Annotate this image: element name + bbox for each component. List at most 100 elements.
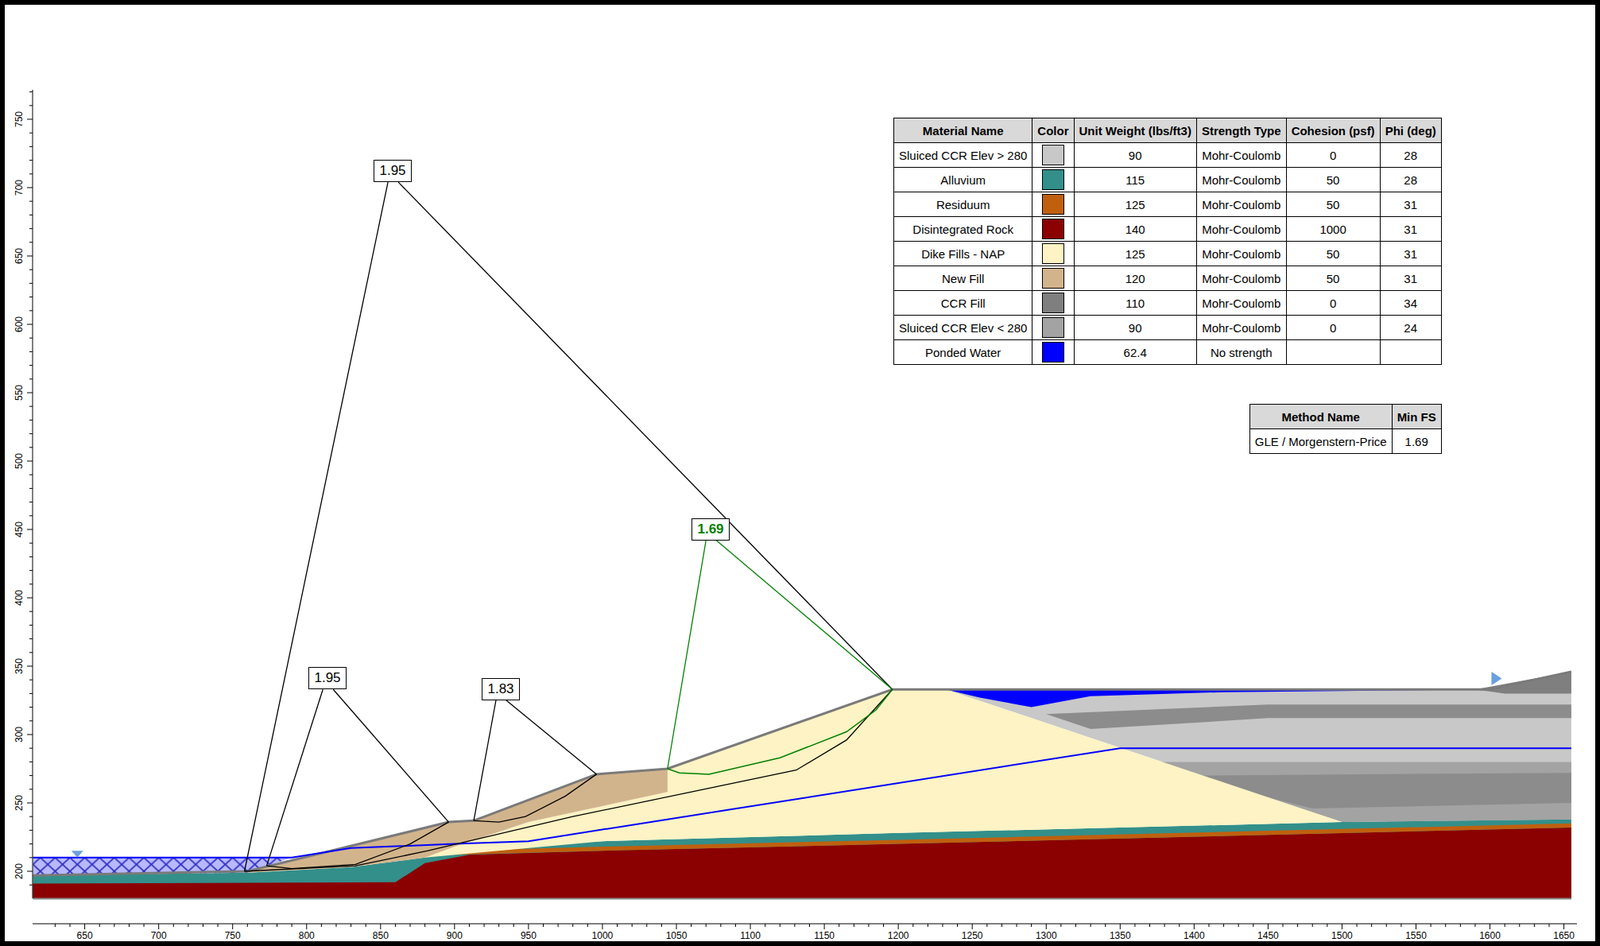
table-cell: 0 [1286, 315, 1380, 341]
tick [350, 923, 352, 927]
column-header: Cohesion (psf) [1286, 118, 1380, 144]
tick [1504, 923, 1506, 927]
x-axis [32, 923, 1577, 925]
color-cell [1032, 167, 1074, 193]
leader-line [506, 700, 597, 775]
tick [779, 923, 781, 927]
tick [1016, 923, 1018, 927]
tick [1356, 923, 1358, 927]
tick [29, 788, 33, 790]
tick [29, 201, 33, 202]
table-cell: Mohr-Coulomb [1196, 216, 1287, 242]
fs-value: 1.95 [379, 162, 406, 179]
tick [29, 419, 33, 421]
tick [113, 923, 115, 927]
ccr-fill [1046, 704, 1572, 729]
tick [1238, 923, 1240, 927]
fs-value: 1.95 [313, 670, 341, 686]
table-cell: 50 [1286, 192, 1380, 217]
tick [1326, 923, 1328, 927]
axis-label: 300 [13, 726, 25, 743]
material-name: Ponded Water [894, 340, 1033, 365]
material-name: Dike Fills - NAP [894, 241, 1033, 267]
tick [29, 774, 33, 776]
tick [128, 923, 130, 927]
tick [1193, 923, 1195, 930]
table-cell: 50 [1286, 266, 1380, 291]
model-base [32, 897, 1571, 899]
tick [631, 923, 633, 927]
tick [69, 923, 70, 927]
tick [29, 556, 33, 558]
axis-label: 1000 [592, 929, 614, 942]
tick [1297, 923, 1298, 927]
pond-water [945, 689, 1491, 707]
tick [572, 923, 574, 927]
legend-swatch [1042, 169, 1065, 190]
tick [158, 923, 159, 930]
table-cell: 1.69 [1391, 429, 1442, 454]
column-header: Method Name [1249, 404, 1392, 430]
axis-label: 1050 [666, 929, 688, 942]
axis-label: 1350 [1109, 929, 1132, 942]
tick [143, 923, 145, 927]
legend-swatch [1042, 193, 1065, 215]
tick [99, 923, 101, 927]
water-marker [1491, 671, 1502, 686]
slip-surface [267, 821, 450, 868]
tick [764, 923, 766, 927]
table-cell: 140 [1073, 216, 1197, 242]
tick [29, 474, 33, 476]
table-cell: 90 [1073, 315, 1197, 341]
tick [794, 923, 795, 927]
tick [1001, 923, 1003, 927]
tick [468, 923, 470, 927]
tick [1400, 923, 1402, 927]
axis-label: 400 [13, 589, 25, 606]
tick [527, 923, 529, 930]
tick [29, 337, 33, 339]
tick [824, 923, 826, 930]
tick [1104, 923, 1106, 927]
axis-label: 750 [13, 111, 25, 128]
tick [27, 597, 33, 599]
color-cell [1032, 290, 1074, 316]
color-cell [1032, 143, 1074, 168]
tick [1430, 923, 1432, 927]
tick [646, 923, 647, 927]
material-row: Alluvium115Mohr-Coulomb5028 [894, 167, 1442, 193]
column-header: Material Name [894, 118, 1033, 144]
fs-value: 1.83 [487, 681, 514, 697]
tick [898, 923, 899, 930]
leader-line [267, 689, 324, 866]
color-cell [1032, 340, 1074, 365]
color-cell [1032, 192, 1074, 217]
tick [27, 529, 33, 531]
tick [29, 406, 33, 407]
axis-label: 1250 [961, 929, 984, 942]
tick [29, 132, 33, 134]
fs-value: 1.69 [697, 521, 724, 537]
axes [27, 89, 1577, 930]
tick [912, 923, 914, 927]
tick [29, 146, 33, 148]
legend-swatch [1042, 218, 1065, 240]
table-cell: 28 [1379, 143, 1442, 168]
tick [542, 923, 544, 927]
axis-label: 1550 [1405, 929, 1427, 942]
material-row: New Fill120Mohr-Coulomb5031 [894, 266, 1442, 291]
column-header: Phi (deg) [1379, 118, 1442, 144]
axis-label: 1450 [1257, 929, 1279, 942]
table-cell: 115 [1073, 167, 1197, 193]
tick [1489, 923, 1491, 930]
tick [29, 856, 33, 858]
tick [276, 923, 278, 927]
tick [29, 706, 33, 708]
column-header: Strength Type [1196, 118, 1287, 144]
tick [29, 884, 33, 886]
tick [29, 269, 33, 271]
tick [29, 446, 33, 448]
fs-label-box: 1.69 [691, 518, 729, 541]
tick [1060, 923, 1062, 927]
tick [29, 488, 33, 489]
